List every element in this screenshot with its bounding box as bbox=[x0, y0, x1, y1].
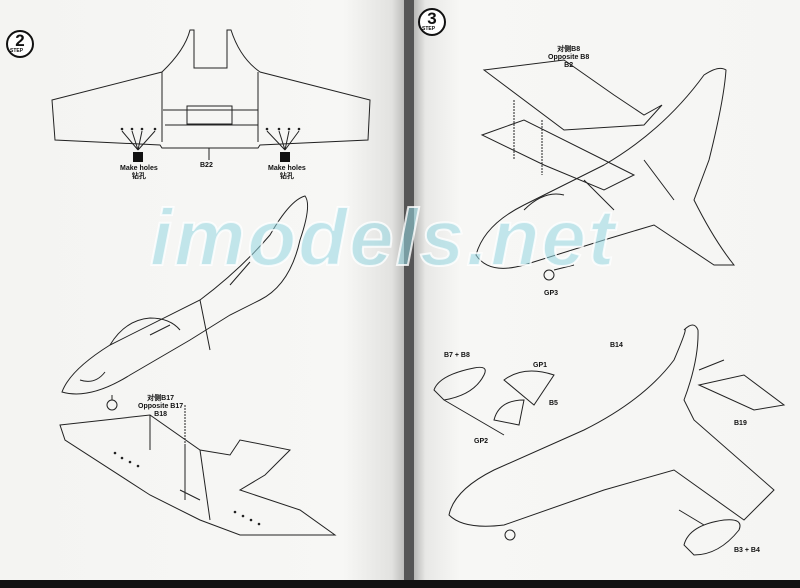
opposite-en: Opposite B8 bbox=[548, 54, 590, 61]
watermark: imodels.net bbox=[149, 193, 617, 282]
drill-icon bbox=[133, 152, 143, 162]
step-label: STEP bbox=[10, 48, 24, 54]
left-page: 2 STEP B22 Make holes 钻孔 Make holes 钻孔 对… bbox=[0, 0, 404, 580]
step-3-badge: 3 STEP bbox=[418, 8, 446, 36]
part-b2: B2 bbox=[564, 62, 574, 69]
part-gp1-label: GP1 bbox=[533, 362, 548, 369]
make-holes-cn: 钻孔 bbox=[279, 173, 294, 180]
opposite-b8-label: 对侧B8 Opposite B8 B2 bbox=[548, 46, 589, 70]
part-b7-b8-label: B7 + B8 bbox=[444, 352, 470, 359]
opposite-cn: 对侧B17 bbox=[147, 395, 174, 402]
opposite-cn: 对侧B8 bbox=[557, 46, 581, 53]
make-holes-left: Make holes 钻孔 bbox=[120, 165, 158, 181]
step-number: 3 bbox=[427, 9, 437, 28]
part-b5-label: B5 bbox=[549, 400, 558, 407]
make-holes-text: Make holes bbox=[268, 165, 306, 172]
make-holes-text: Make holes bbox=[120, 165, 158, 172]
right-page: 3 STEP 对侧B8 Opposite B8 B2 GP3 B7 + B8 G… bbox=[414, 0, 800, 580]
part-b22-label: B22 bbox=[200, 162, 213, 169]
opposite-en: Opposite B17 bbox=[138, 403, 184, 410]
make-holes-right: Make holes 钻孔 bbox=[268, 165, 306, 181]
wing-and-fuselage-drawing bbox=[51, 29, 371, 536]
aircraft-assembly-drawing bbox=[433, 59, 786, 556]
step-number: 2 bbox=[15, 31, 25, 50]
page-bottom-edge bbox=[0, 580, 800, 588]
part-gp3-label: GP3 bbox=[544, 290, 559, 297]
opposite-b17-label: 对侧B17 Opposite B17 B18 bbox=[138, 395, 183, 419]
step-label: STEP bbox=[422, 26, 436, 32]
part-b19-label: B19 bbox=[734, 420, 747, 427]
drill-icon bbox=[280, 152, 290, 162]
part-b3-b4-label: B3 + B4 bbox=[734, 547, 760, 554]
make-holes-cn: 钻孔 bbox=[131, 173, 146, 180]
part-gp2-label: GP2 bbox=[474, 438, 489, 445]
part-b14-label: B14 bbox=[610, 342, 623, 349]
book-gutter bbox=[404, 0, 414, 588]
part-b18: B18 bbox=[154, 411, 167, 418]
step-2-badge: 2 STEP bbox=[6, 30, 34, 58]
